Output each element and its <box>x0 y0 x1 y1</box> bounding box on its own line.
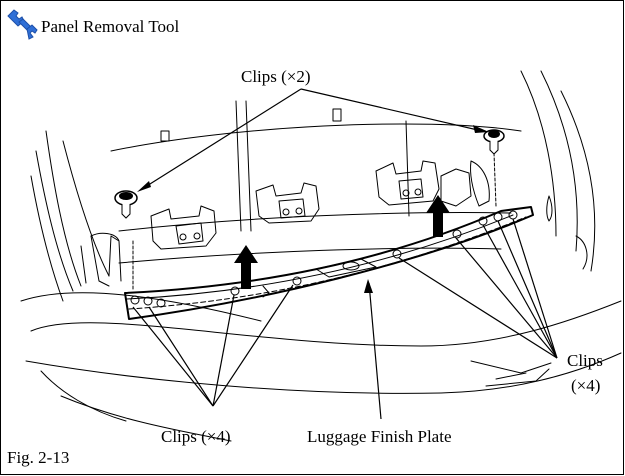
cargo-hook-left <box>150 205 217 250</box>
removal-arrow-right <box>426 195 450 237</box>
clips-right-label-line1: Clips <box>567 351 603 370</box>
right-pillar <box>520 70 557 237</box>
clips-top-label: Clips (×2) <box>241 67 311 86</box>
clips-right-label-line2: (×4) <box>571 376 601 395</box>
luggage-finish-plate-label: Luggage Finish Plate <box>307 427 452 446</box>
clip-screw-right <box>483 129 505 155</box>
cargo-hook-right <box>375 160 440 206</box>
luggage-finish-plate <box>124 206 534 320</box>
left-pillar <box>45 130 82 287</box>
clip-screw-left <box>114 190 138 219</box>
wrench-icon <box>7 9 38 40</box>
cargo-hook-middle <box>255 182 320 224</box>
figure-number: Fig. 2-13 <box>7 448 70 467</box>
clips-bottom-left-label: Clips (×4) <box>161 427 231 446</box>
bumper-outline <box>30 300 622 347</box>
tool-label: Panel Removal Tool <box>41 17 180 36</box>
removal-arrow-left <box>234 245 258 289</box>
plate-clips <box>130 210 518 308</box>
